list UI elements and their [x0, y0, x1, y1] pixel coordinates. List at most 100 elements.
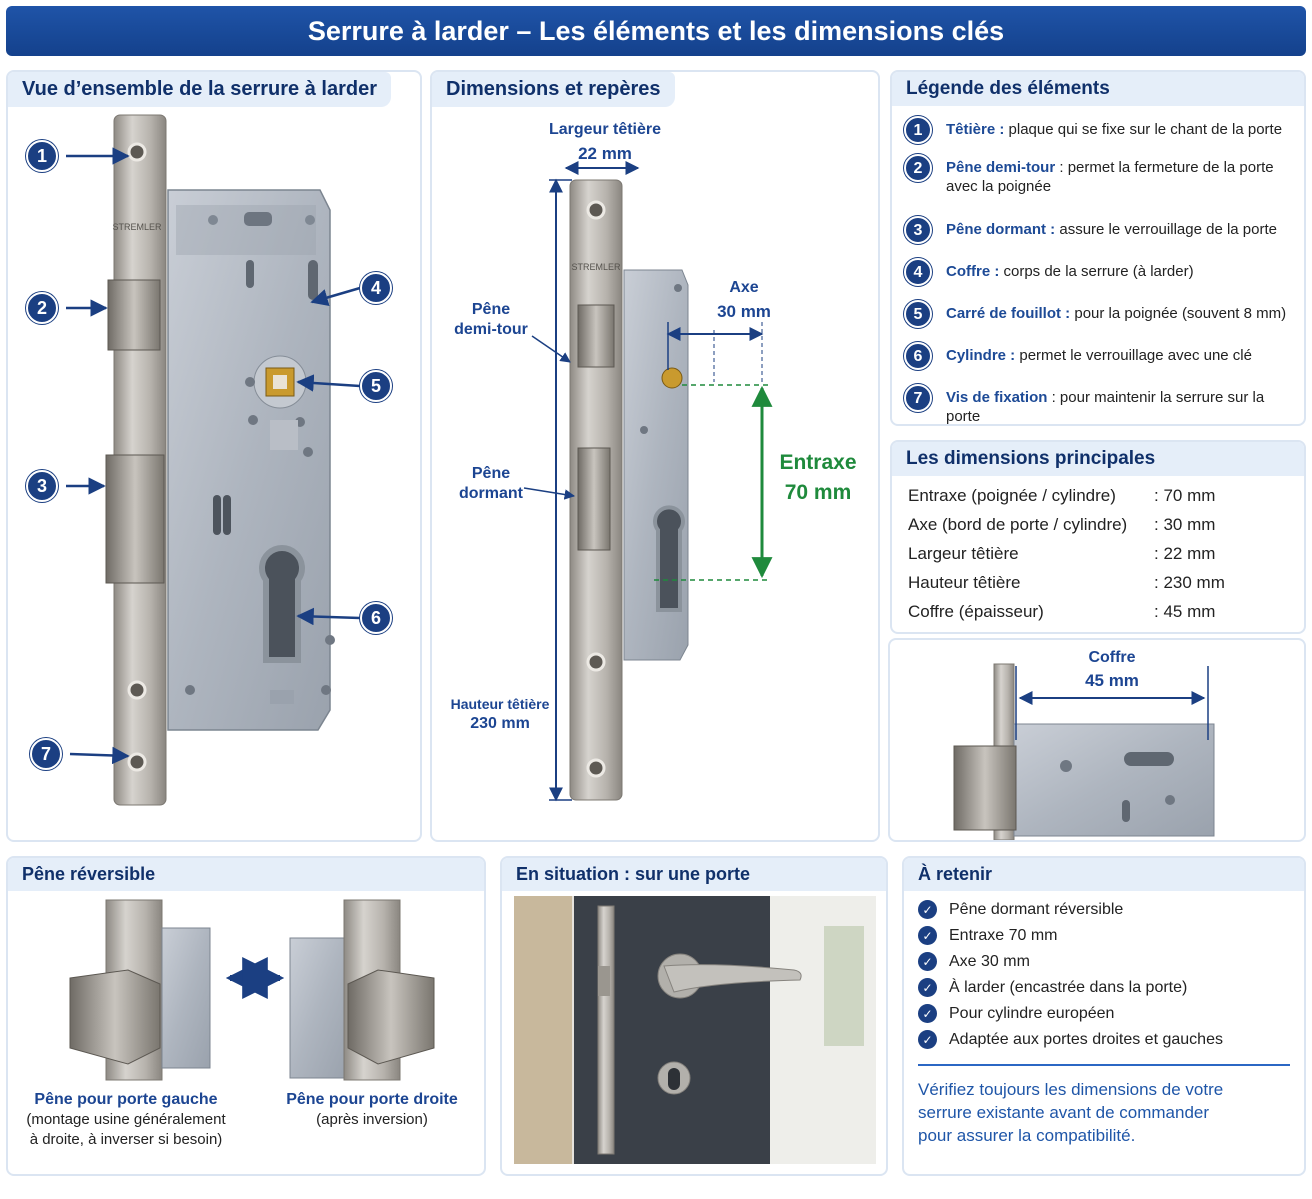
axe-label-text: Axe [729, 279, 759, 296]
reversible-panel: Pêne réversible Pêne pour porte gauche (… [6, 856, 486, 1176]
retenir-note: Vérifiez toujours les dimensions de votr… [918, 1078, 1290, 1147]
right-caption-line1: (après inversion) [316, 1111, 428, 1128]
largeur-label: Largeur têtière 22 mm [530, 120, 680, 164]
left-caption: Pêne pour porte gauche (montage usine gé… [16, 1090, 236, 1150]
checklist-text: Adaptée aux portes droites et gauches [949, 1030, 1223, 1048]
legend-item-desc: corps de la serrure (à larder) [999, 263, 1194, 280]
situation-title: En situation : sur une porte [502, 858, 886, 891]
checklist-text: Pêne dormant réversible [949, 900, 1124, 918]
retenir-divider [918, 1064, 1290, 1066]
legend-item-name: Carré de fouillot : [946, 305, 1071, 322]
checklist-item: ✓Axe 30 mm [918, 952, 1030, 971]
marker-1: 1 [26, 140, 58, 172]
coffre-label-text: Coffre [1088, 649, 1136, 666]
legend-item-name: Pêne demi-tour [946, 159, 1056, 176]
entraxe-value: 70 mm [784, 481, 852, 504]
legend-item: 4 Coffre : corps de la serrure (à larder) [904, 258, 1294, 286]
legend-text: Coffre : corps de la serrure (à larder) [946, 262, 1194, 286]
dimension-label: Largeur têtière [908, 544, 1019, 563]
left-caption-line1: (montage usine généralement [26, 1111, 226, 1128]
pene-demi-tour-line1: Pêne [471, 301, 511, 318]
dimension-row: Axe (bord de porte / cylindre): 30 mm [908, 515, 1238, 535]
pene-demi-tour-line2: demi-tour [454, 321, 528, 338]
axe-label: Axe 30 mm [704, 278, 784, 322]
dimensions-panel: Dimensions et repères STREMLER La [430, 70, 880, 842]
largeur-value: 22 mm [578, 144, 632, 163]
right-caption-title: Pêne pour porte droite [286, 1091, 458, 1108]
check-icon: ✓ [918, 978, 937, 997]
legend-text: Carré de fouillot : pour la poignée (sou… [946, 304, 1286, 328]
legend-text: Cylindre : permet le verrouillage avec u… [946, 346, 1252, 370]
dimension-row: Entraxe (poignée / cylindre): 70 mm [908, 486, 1238, 506]
hauteur-label-text: Hauteur têtière [450, 696, 550, 712]
legend-number: 7 [904, 384, 932, 412]
legend-item-name: Têtière : [946, 121, 1005, 138]
legend-number: 2 [904, 154, 932, 182]
note-line2: serrure existante avant de commander [918, 1103, 1210, 1122]
legend-item: 5 Carré de fouillot : pour la poignée (so… [904, 300, 1294, 328]
check-icon: ✓ [918, 926, 937, 945]
checklist-item: ✓ Pêne dormant réversible [918, 900, 1123, 919]
legend-title: Légende des éléments [892, 72, 1304, 106]
dimension-label: Coffre (épaisseur) [908, 602, 1044, 621]
marker-6: 6 [360, 602, 392, 634]
checklist-item: ✓Entraxe 70 mm [918, 926, 1057, 945]
legend-number: 5 [904, 300, 932, 328]
checklist-item: ✓ Adaptée aux portes droites et gauches [918, 1030, 1223, 1049]
dimension-value: : 45 mm [1154, 602, 1216, 621]
dimension-row: Coffre (épaisseur) : 45 mm [908, 602, 1238, 622]
dimensions-title: Dimensions et repères [432, 72, 675, 107]
marker-5: 5 [360, 370, 392, 402]
legend-text: Pêne dormant : assure le verrouillage de… [946, 220, 1277, 244]
main-dims-panel: Les dimensions principales Entraxe (poig… [890, 440, 1306, 634]
legend-item: 3 Pêne dormant : assure le verrouillage d… [904, 216, 1294, 244]
checklist-text: Pour cylindre européen [949, 1004, 1115, 1022]
note-line1: Vérifiez toujours les dimensions de votr… [918, 1080, 1224, 1099]
pene-dormant-line1: Pêne [471, 465, 511, 482]
legend-text: Têtière : plaque qui se fixe sur le chan… [946, 120, 1282, 144]
check-icon: ✓ [918, 1030, 937, 1049]
dimension-label: Hauteur têtière [908, 573, 1021, 592]
check-icon: ✓ [918, 1004, 937, 1023]
pene-demi-tour-label: Pêne demi-tour [446, 300, 536, 340]
faceplate-brand: STREMLER [112, 222, 162, 232]
retenir-panel: À retenir ✓Pêne dormant réversible✓Entra… [902, 856, 1306, 1176]
legend-number: 4 [904, 258, 932, 286]
right-caption: Pêne pour porte droite (après inversion) [272, 1090, 472, 1130]
dimension-value: : 22 mm [1154, 544, 1216, 563]
door-photo-illustration [514, 896, 876, 1164]
checklist-item: ✓À larder (encastrée dans la porte) [918, 978, 1187, 997]
legend-text: Pêne demi-tour : permet la fermeture de … [946, 158, 1294, 196]
checklist-text: Axe 30 mm [949, 952, 1030, 970]
check-icon: ✓ [918, 900, 937, 919]
overview-panel: Vue d’ensemble de la serrure à larder ST… [6, 70, 422, 842]
marker-3: 3 [26, 470, 58, 502]
reversible-illustration [69, 899, 435, 1081]
pene-dormant-label: Pêne dormant [446, 464, 536, 504]
marker-4: 4 [360, 272, 392, 304]
legend-item-desc: permet le verrouillage avec une clé [1015, 347, 1252, 364]
dimension-value: : 230 mm [1154, 573, 1225, 592]
legend-item: 2 Pêne demi-tour : permet la fermeture de… [904, 154, 1294, 196]
main-dims-title: Les dimensions principales [892, 442, 1304, 476]
marker-2: 2 [26, 292, 58, 324]
marker-7: 7 [30, 738, 62, 770]
reversible-title: Pêne réversible [8, 858, 484, 891]
left-caption-title: Pêne pour porte gauche [34, 1091, 218, 1108]
legend-number: 3 [904, 216, 932, 244]
legend-item-desc: plaque qui se fixe sur le chant de la po… [1004, 121, 1283, 138]
pene-dormant-line2: dormant [459, 485, 523, 502]
legend-item-desc: : permet la fermeture de la porte avec l… [946, 159, 1274, 195]
hauteur-label: Hauteur têtière 230 mm [438, 694, 562, 734]
coffre-illustration [953, 663, 1215, 840]
note-line3: pour assurer la compatibilité. [918, 1126, 1136, 1145]
entraxe-label: Entraxe 70 mm [768, 448, 868, 508]
hauteur-value: 230 mm [470, 715, 530, 732]
legend-item-name: Vis de fixation [946, 389, 1048, 406]
left-caption-line2: à droite, à inverser si besoin) [29, 1131, 223, 1148]
case-inner [176, 205, 316, 255]
situation-panel: En situation : sur une porte [500, 856, 888, 1176]
largeur-label-text: Largeur têtière [548, 121, 662, 138]
